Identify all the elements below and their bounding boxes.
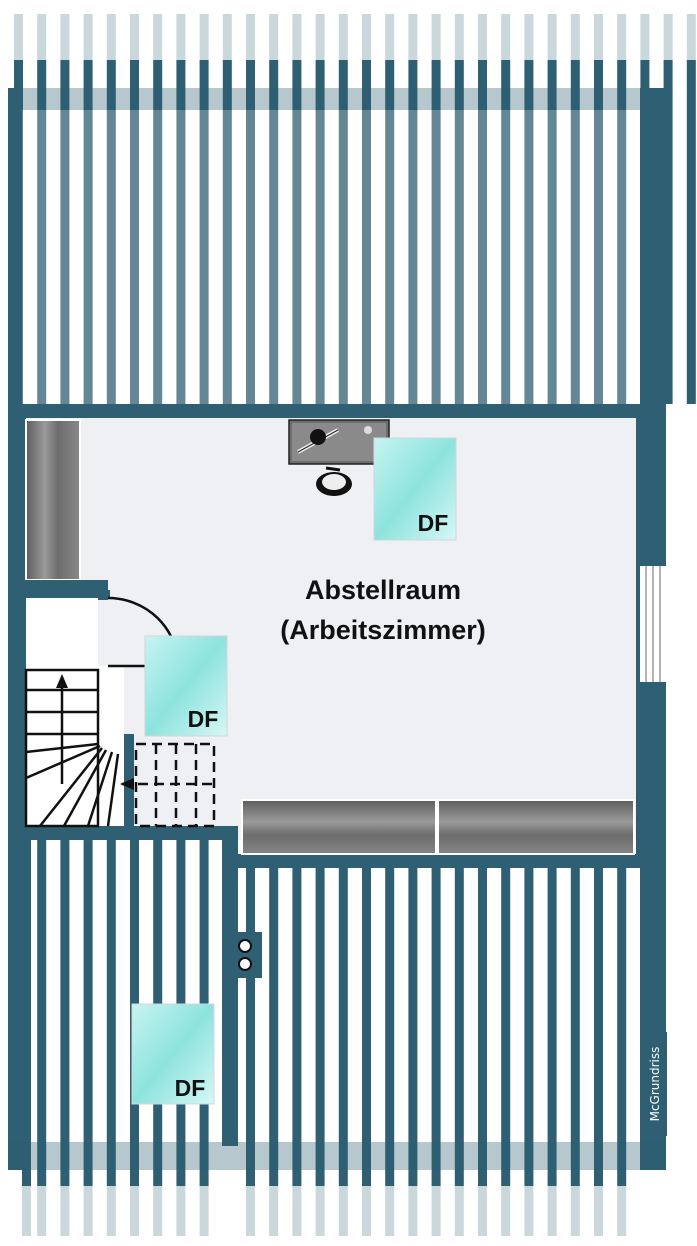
roof-stripe: [338, 14, 348, 404]
roof-stripe: [385, 868, 395, 1236]
roof-stripe: [338, 868, 348, 1236]
roof-stripe: [570, 868, 580, 1236]
roof-stripe: [269, 868, 279, 1236]
roof-stripe: [547, 14, 557, 404]
roof-stripe: [60, 14, 70, 404]
stair-arrow-left: [120, 778, 134, 790]
roof-stripe: [431, 868, 441, 1236]
roof-stripe: [385, 14, 395, 404]
roof-stripe: [617, 868, 627, 1236]
top-fade: [0, 0, 697, 60]
roof-stripe: [60, 840, 70, 1236]
wall-room-top: [22, 404, 640, 418]
roof-stripe: [246, 14, 255, 404]
roof-stripe: [431, 14, 441, 404]
roof-stripe: [315, 868, 325, 1236]
roof-stripe: [454, 14, 464, 404]
roof-stripe: [501, 14, 511, 404]
roof-stripe: [83, 14, 93, 404]
roof-stripe: [199, 14, 209, 404]
roof-stripe: [315, 14, 325, 404]
roof-stripe: [22, 840, 31, 1236]
roof-stripe: [478, 14, 487, 404]
watermark-badge: [641, 1032, 667, 1136]
roof-stripe: [594, 868, 603, 1236]
wardrobe-left: [25, 419, 81, 581]
stair-landing-floor: [26, 598, 98, 666]
bottom-fade: [0, 1186, 697, 1246]
wall-room-bottom-left: [22, 826, 238, 840]
watermark-text: McGrundriss: [648, 1047, 662, 1122]
roof-stripe: [454, 868, 464, 1236]
wall-room-left: [22, 404, 26, 840]
roof-stripe: [269, 14, 279, 404]
room-name-line1: Abstellraum: [305, 575, 461, 605]
roof-stripe: [130, 14, 139, 404]
wall-knee-vertical: [222, 826, 238, 1146]
roof-stripe: [570, 14, 580, 404]
stair-dashed-lower: [122, 742, 216, 828]
room-name-line2: (Arbeitszimmer): [280, 615, 486, 645]
roof-stripe: [408, 868, 418, 1236]
roof-overlay: [22, 110, 640, 404]
desk-with-chair: [288, 419, 390, 496]
outer-wall-top: [8, 88, 666, 110]
roof-stripe: [106, 840, 116, 1236]
roof-stripe: [408, 14, 418, 404]
roof-stripe: [292, 868, 302, 1236]
roof-stripe: [176, 14, 186, 404]
skylight-middle-label: DF: [188, 706, 219, 732]
roof-stripe: [37, 840, 47, 1236]
wall-room-bottom-right: [238, 854, 640, 868]
roof-stripe: [106, 14, 116, 404]
outer-wall-left: [8, 88, 22, 1170]
roof-stripe: [501, 868, 511, 1236]
roof-stripe: [478, 868, 487, 1236]
chimney: [228, 932, 262, 978]
roof-stripe: [524, 14, 534, 404]
cabinet-lower: [241, 799, 635, 855]
roof-stripe: [37, 14, 47, 404]
roof-stripe: [153, 14, 163, 404]
roof-stripe: [246, 868, 255, 1236]
gable-window: [640, 566, 666, 682]
outer-wall-bottom: [8, 1142, 666, 1170]
staircase: [24, 668, 120, 828]
skylight-top-label: DF: [418, 510, 449, 536]
skylight-middle: [144, 635, 228, 737]
roof-stripe: [617, 14, 627, 404]
roof-stripe: [547, 868, 557, 1236]
roof-stripe: [524, 868, 534, 1236]
roof-stripe: [362, 14, 371, 404]
roof-stripe: [222, 14, 232, 404]
roof-stripe: [292, 14, 302, 404]
roof-stripe: [83, 840, 93, 1236]
skylight-bottom: [131, 1003, 215, 1105]
roof-stripe: [686, 14, 696, 404]
skylight-top: [373, 437, 457, 541]
roof-stripe: [362, 868, 371, 1236]
skylight-bottom-label: DF: [175, 1075, 206, 1101]
roof-stripe: [594, 14, 603, 404]
roof-stripe: [663, 14, 673, 404]
